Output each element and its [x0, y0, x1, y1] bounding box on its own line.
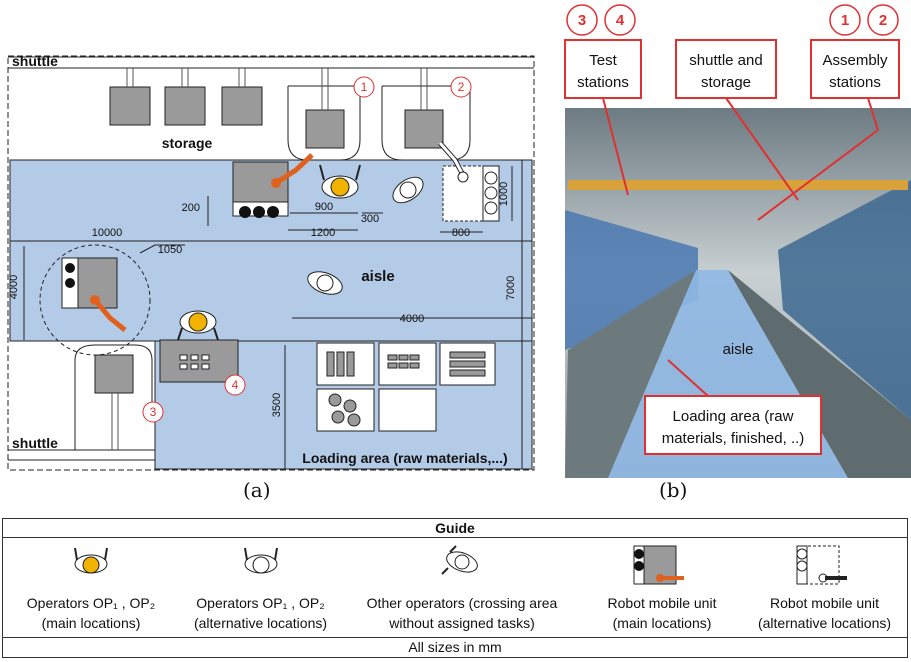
- photo-shuttle-label-line2: storage: [701, 74, 751, 91]
- dim-1050: 1050: [158, 244, 182, 256]
- guide-item-label-2: Operators OP₁ , OP₂: [196, 595, 325, 611]
- dim-10000: 10000: [92, 227, 123, 239]
- dim-300: 300: [361, 213, 379, 225]
- marker-4: 4: [232, 378, 239, 392]
- photo-test-label-line1: Test: [589, 52, 617, 69]
- dim-4000-h: 4000: [400, 313, 424, 325]
- operator-main-icon: [74, 547, 108, 574]
- photo-loading-label-line1: Loading area (raw: [673, 408, 794, 425]
- robot-alternative-icon: [796, 545, 847, 585]
- guide-item-sublabel-1: (main locations): [41, 615, 141, 631]
- guide-item-operator-main: Operators OP₁ , OP₂ (main locations): [3, 538, 179, 638]
- photo-marker-4: 4: [616, 12, 625, 29]
- photo-marker-1: 1: [841, 12, 849, 29]
- guide-legend: Guide Operators OP₁ , OP₂ (main location…: [2, 518, 908, 658]
- marker-3: 3: [150, 405, 157, 419]
- caption-b: (b): [659, 478, 688, 502]
- photo-loading-label-line2: materials, finished, ..): [662, 430, 805, 447]
- photo-shuttle-label-line1: shuttle and: [689, 52, 762, 69]
- caption-a: (a): [243, 478, 271, 502]
- crossing-operator-icon: [441, 545, 478, 575]
- operator-main-icon: [319, 164, 361, 199]
- dim-900: 900: [315, 201, 333, 213]
- marker-2: 2: [458, 80, 465, 94]
- shuttle-bottom-label: shuttle: [12, 435, 58, 451]
- guide-item-label-5: Robot mobile unit: [770, 595, 879, 611]
- photo-assembly-label-line1: Assembly: [822, 52, 888, 69]
- photo-marker-2: 2: [879, 12, 887, 29]
- photo-test-label-line2: stations: [577, 74, 629, 91]
- dim-4000-v: 4000: [8, 275, 20, 299]
- guide-item-label-3: Other operators (crossing area: [366, 595, 558, 611]
- dim-200: 200: [182, 202, 200, 214]
- operator-alternative-icon: [243, 547, 278, 574]
- storage-label: storage: [162, 135, 213, 151]
- factory-layout-plan: 200 900 300 1200 800 1000 10000 1050 400…: [7, 53, 535, 471]
- shuttle-top-label: shuttle: [12, 53, 58, 69]
- robot-main-icon: [633, 545, 684, 585]
- guide-item-sublabel-3: without assigned tasks): [389, 615, 535, 631]
- marker-1: 1: [361, 80, 368, 94]
- dim-1200: 1200: [311, 227, 335, 239]
- dim-3500: 3500: [271, 393, 283, 417]
- guide-item-operator-alt: Operators OP₁ , OP₂ (alternative locatio…: [179, 538, 342, 638]
- guide-item-robot-alt: Robot mobile unit (alternative locations…: [742, 538, 907, 638]
- photo-aisle-label: aisle: [723, 341, 754, 358]
- photo-marker-3: 3: [578, 12, 586, 29]
- guide-item-sublabel-2: (alternative locations): [193, 615, 328, 631]
- guide-item-robot-main: Robot mobile unit (main locations): [582, 538, 742, 638]
- aisle-label: aisle: [361, 268, 394, 285]
- guide-item-label-1: Operators OP₁ , OP₂: [26, 595, 156, 611]
- guide-item-sublabel-5: (alternative locations): [757, 615, 892, 631]
- guide-footer: All sizes in mm: [3, 637, 907, 657]
- guide-title: Guide: [3, 519, 907, 538]
- guide-item-other-operators: Other operators (crossing area without a…: [342, 538, 582, 638]
- factory-photo: 3 4 1 2 Test stations shuttle and storag…: [564, 4, 911, 478]
- dim-800: 800: [452, 227, 470, 239]
- guide-item-sublabel-4: (main locations): [612, 615, 712, 631]
- photo-assembly-label-line2: stations: [829, 74, 881, 91]
- dim-1000: 1000: [498, 182, 510, 206]
- dim-7000: 7000: [505, 276, 517, 300]
- guide-item-label-4: Robot mobile unit: [607, 595, 717, 611]
- loading-area-label: Loading area (raw materials,...): [302, 450, 507, 466]
